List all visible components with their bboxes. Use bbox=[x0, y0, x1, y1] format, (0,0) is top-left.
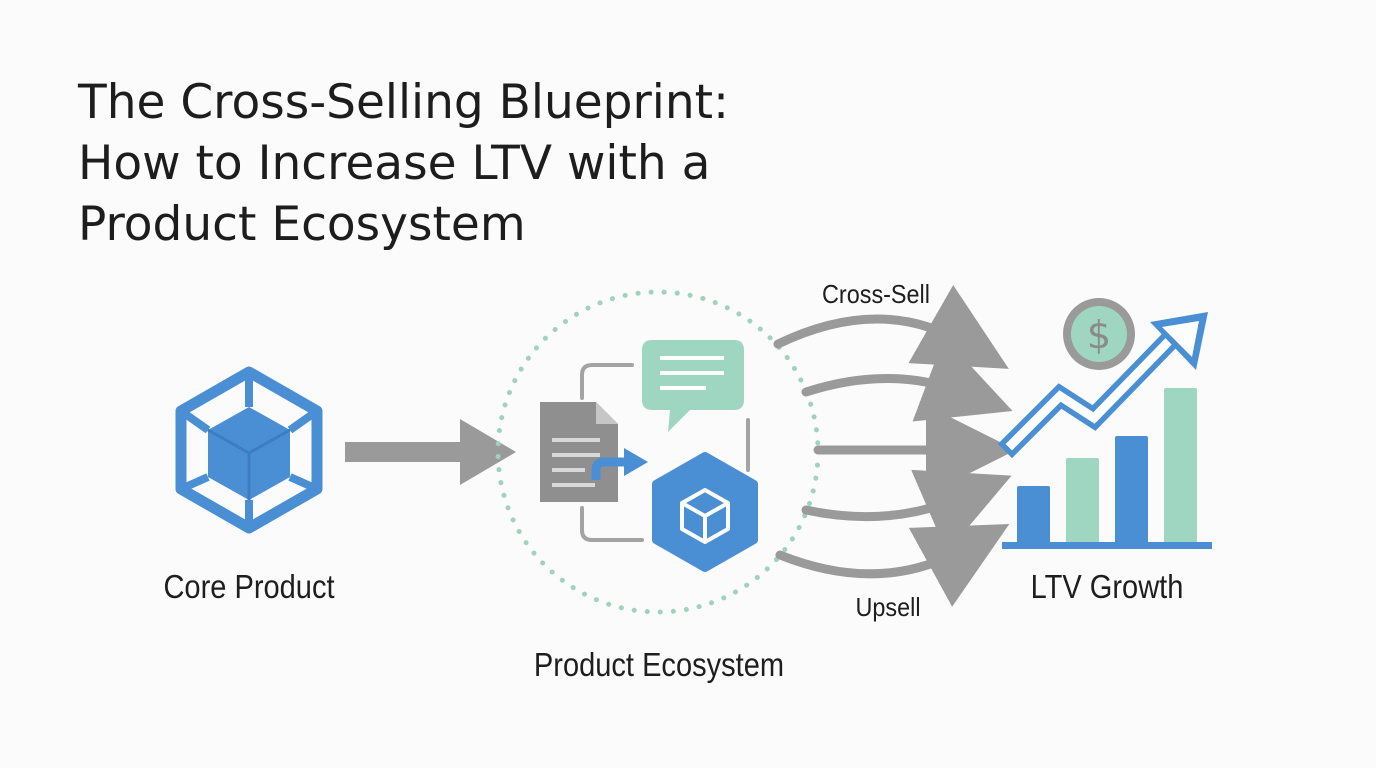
ecosystem-connectors bbox=[580, 363, 750, 542]
core-product-label: Core Product bbox=[163, 568, 335, 605]
cube-icon bbox=[652, 452, 758, 572]
title-line-2: How to Increase LTV with a bbox=[78, 136, 711, 191]
transfer-arrow-icon bbox=[591, 448, 648, 480]
flow-arrow-1 bbox=[773, 285, 1009, 369]
document-icon bbox=[540, 402, 618, 502]
flow-arrow-2 bbox=[801, 337, 1013, 422]
cube-hexagon-icon bbox=[175, 366, 323, 534]
ltv-growth-label: LTV Growth bbox=[1030, 568, 1184, 605]
flow-arrows bbox=[773, 285, 1016, 607]
title-line-1: The Cross-Selling Blueprint: bbox=[78, 75, 729, 130]
cross-sell-label: Cross-Sell bbox=[822, 279, 930, 309]
svg-text:$: $ bbox=[1087, 313, 1111, 357]
upsell-label: Upsell bbox=[855, 592, 921, 622]
flow-arrow-5 bbox=[775, 524, 1010, 607]
dollar-coin-icon: $ bbox=[1063, 298, 1135, 370]
core-to-ecosystem-arrow bbox=[345, 419, 516, 485]
title-line-3: Product Ecosystem bbox=[78, 197, 526, 252]
product-ecosystem-label: Product Ecosystem bbox=[533, 646, 785, 683]
bar-chart-icon bbox=[1002, 388, 1212, 549]
flow-arrow-4 bbox=[801, 469, 1012, 553]
page-title: The Cross-Selling Blueprint: How to Incr… bbox=[78, 72, 838, 255]
chat-bubble-icon bbox=[642, 340, 744, 432]
trend-arrow-icon bbox=[997, 312, 1208, 459]
